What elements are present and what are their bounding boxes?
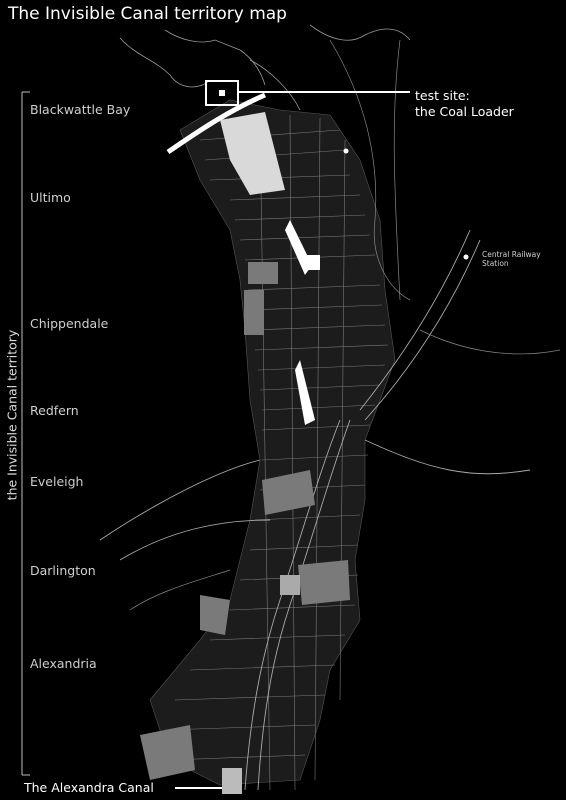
poi-marker [343, 148, 349, 154]
test-site-callout: test site: the Coal Loader [415, 88, 514, 120]
central-station-line2: Station [482, 259, 509, 268]
suburb-label-eveleigh: Eveleigh [30, 474, 84, 489]
grey-blocks [140, 262, 350, 780]
central-station-line1: Central Railway [482, 250, 541, 259]
central-station-label: Central Railway Station [482, 250, 541, 268]
suburb-label-ultimo: Ultimo [30, 190, 71, 205]
harbour-outline [119, 24, 411, 111]
railway-lines [99, 229, 531, 791]
test-site-line2: the Coal Loader [415, 104, 514, 119]
map-title: The Invisible Canal territory map [8, 4, 287, 24]
highlighted-route [166, 92, 320, 425]
suburb-label-chippendale: Chippendale [30, 316, 109, 331]
alexandra-canal-label: The Alexandra Canal [24, 780, 154, 795]
test-site-marker [219, 90, 225, 96]
outer-roads [129, 39, 561, 611]
suburb-label-blackwattle-bay: Blackwattle Bay [30, 102, 131, 117]
test-site-line1: test site: [415, 88, 470, 103]
suburb-label-darlington: Darlington [30, 563, 96, 578]
central-station-marker [463, 254, 469, 260]
urban-corridor [149, 99, 396, 786]
suburb-label-alexandria: Alexandria [30, 656, 97, 671]
canal-block [222, 768, 242, 794]
suburb-label-redfern: Redfern [30, 403, 79, 418]
